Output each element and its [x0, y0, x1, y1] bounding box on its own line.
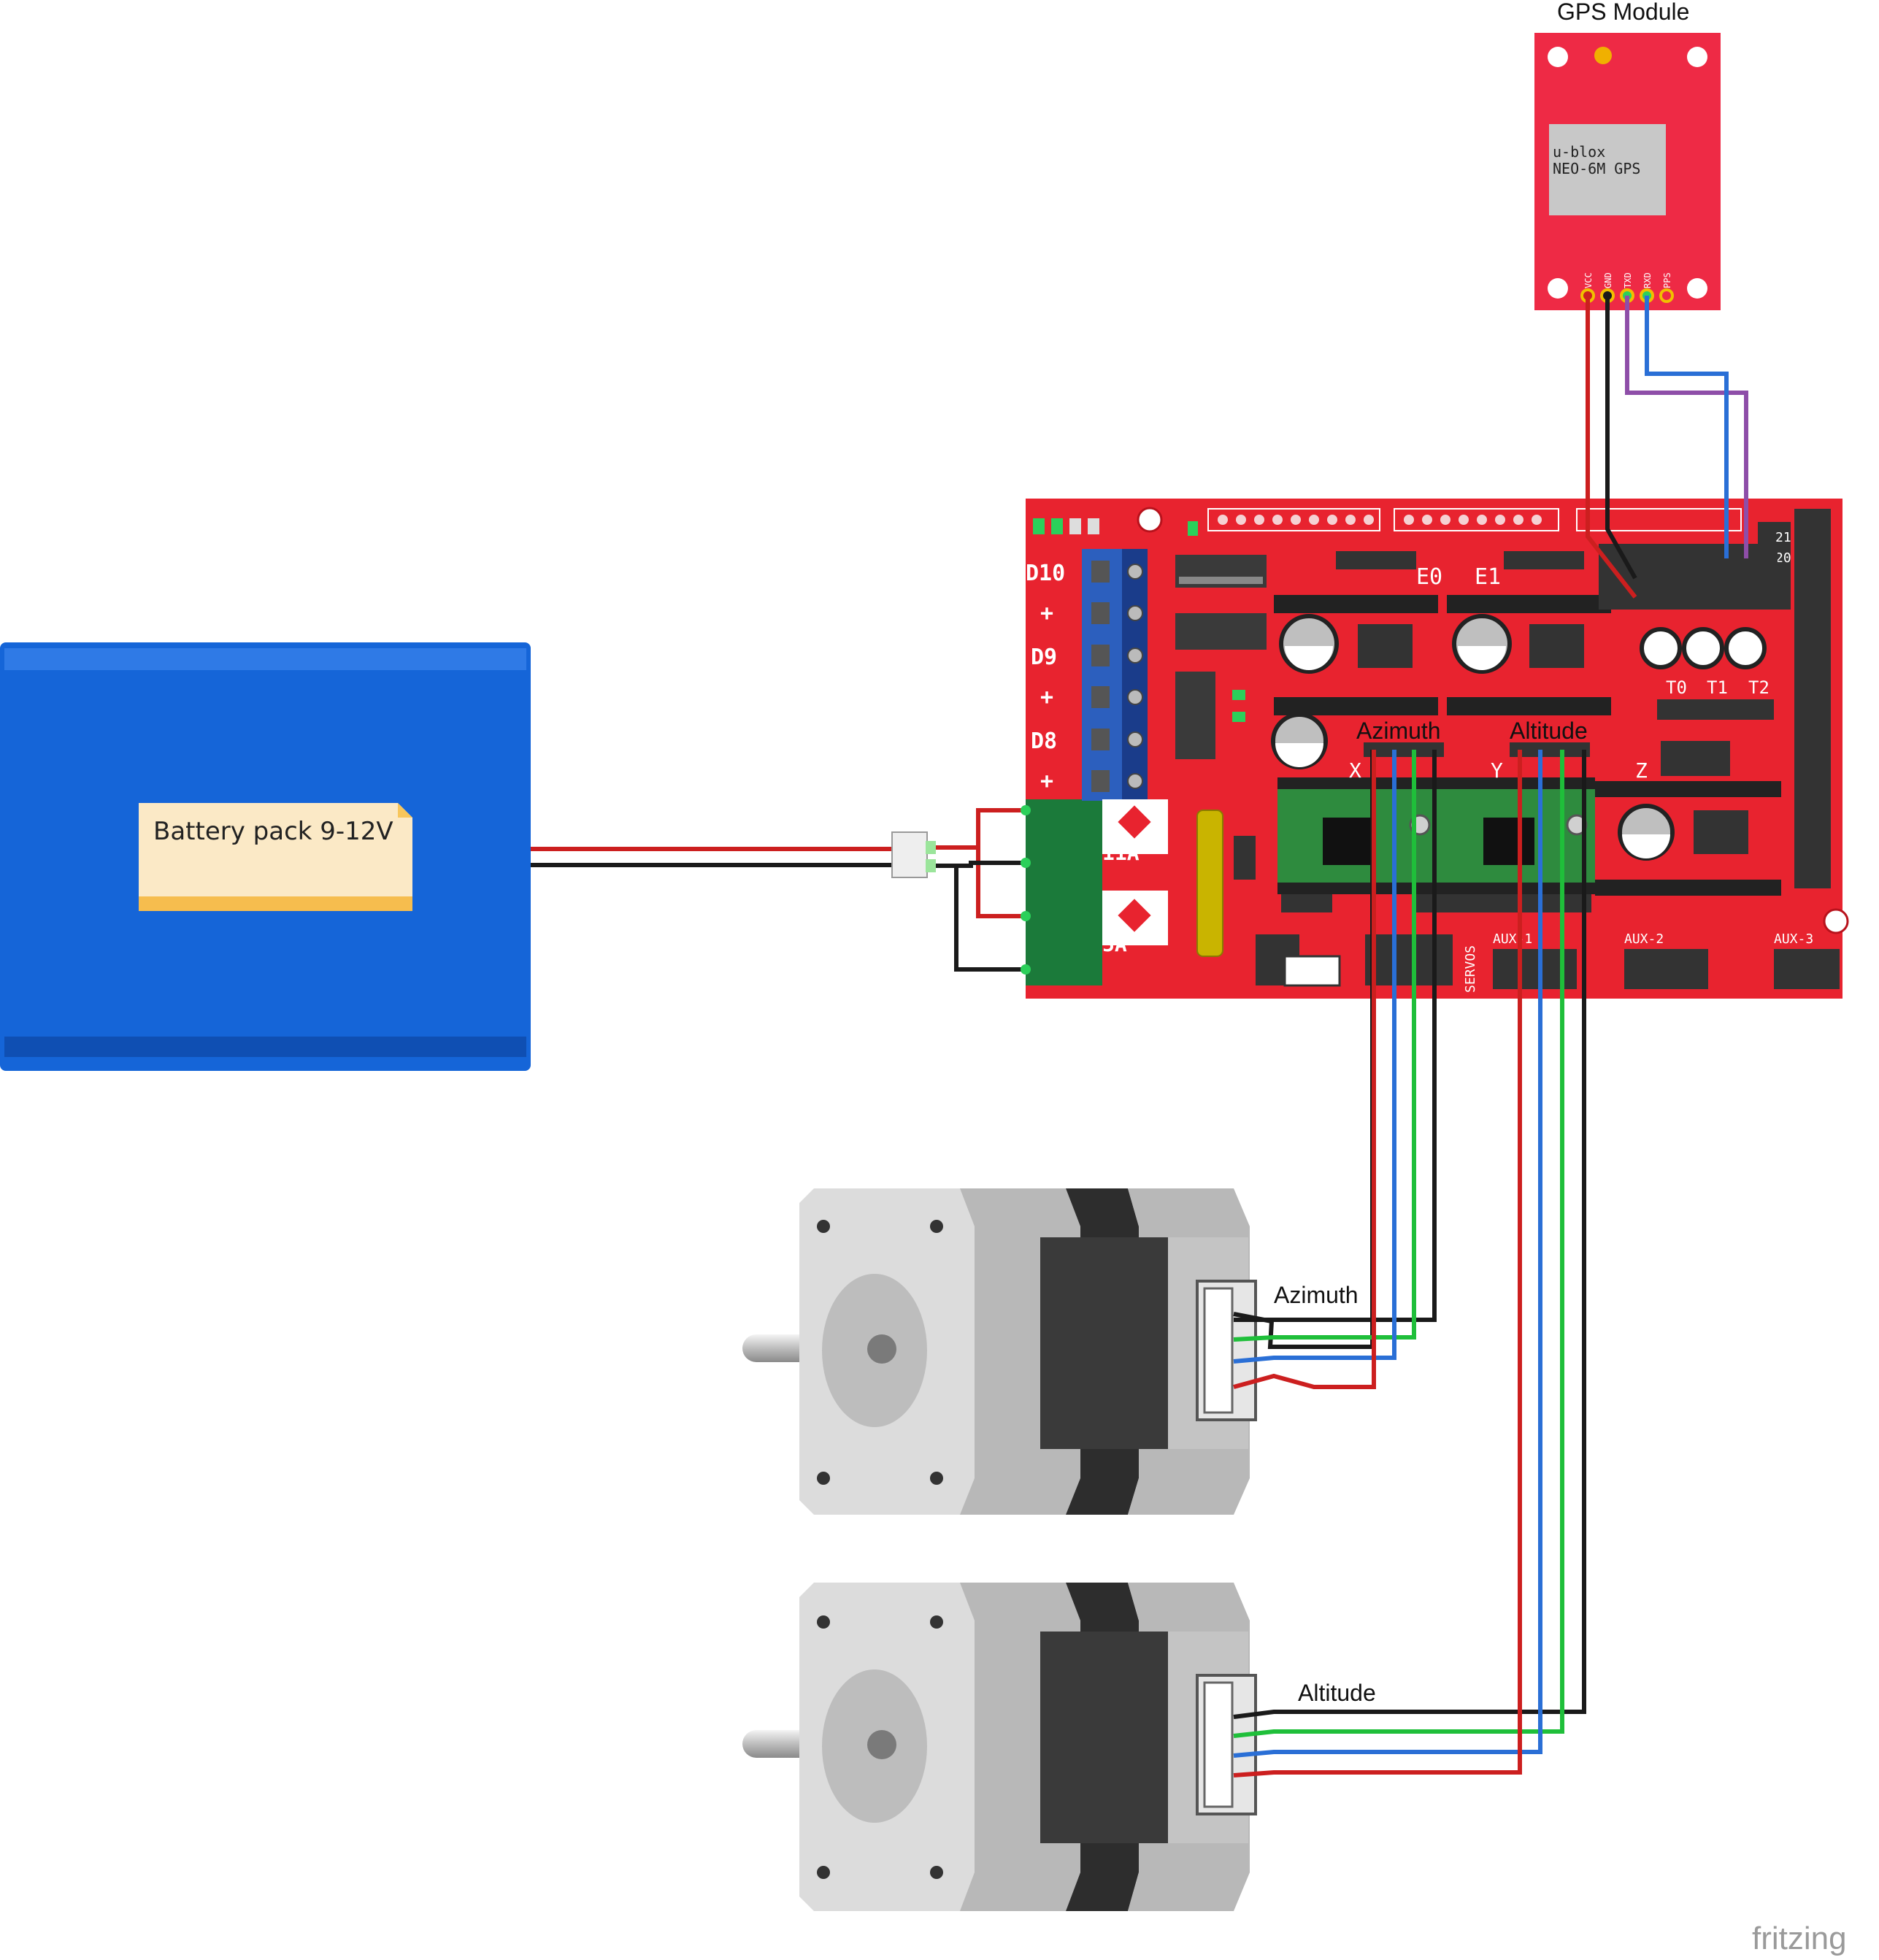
gps-chip-line2: NEO-6M GPS — [1553, 160, 1640, 177]
gps-module[interactable]: GPS Module u-blox NEO-6M GPS VCC GND TXD… — [1534, 0, 1721, 310]
fuse-label-11a: 11A — [1102, 841, 1140, 865]
label-e1: E1 — [1475, 564, 1501, 590]
stepper-socket-z — [1595, 781, 1781, 896]
stepper-motor-altitude[interactable] — [742, 1583, 1257, 1911]
stepper-motor-azimuth[interactable] — [742, 1188, 1257, 1515]
altitude-motor-wires — [1233, 750, 1586, 1778]
azimuth-motor-wires — [1233, 750, 1437, 1389]
label-plus-3: + — [1040, 769, 1053, 794]
motor-label-azimuth: Azimuth — [1274, 1282, 1359, 1308]
motor-label-altitude: Altitude — [1298, 1680, 1376, 1706]
gps-chip-line1: u-blox — [1553, 143, 1605, 161]
gps-chip — [1549, 124, 1666, 215]
fuses: 11A 5A — [1102, 799, 1223, 957]
gps-wires — [1586, 296, 1748, 599]
status-leds — [1033, 518, 1198, 536]
label-t1: T1 — [1707, 677, 1728, 698]
gps-pin-pps: PPS — [1662, 272, 1672, 288]
label-aux-3: AUX-3 — [1774, 931, 1813, 947]
jst-connector — [891, 831, 928, 878]
gps-pin-vcc: VCC — [1583, 272, 1594, 288]
gps-status-led — [1594, 47, 1612, 64]
label-y: Y — [1491, 758, 1503, 783]
label-d9: D9 — [1031, 645, 1057, 670]
label-plus-2: + — [1040, 685, 1053, 710]
serial-header — [1599, 544, 1778, 610]
label-pin-21: 21 — [1775, 530, 1791, 545]
gps-pin-txd: TXD — [1623, 272, 1633, 288]
label-t0: T0 — [1666, 677, 1687, 698]
driver-label-azimuth: Azimuth — [1356, 718, 1441, 744]
driver-label-altitude: Altitude — [1510, 718, 1588, 744]
driver-socket-e1 — [1447, 595, 1611, 715]
fuse-label-5a: 5A — [1102, 932, 1127, 956]
battery-pack[interactable]: Battery pack 9-12V — [0, 642, 531, 1071]
label-d8: D8 — [1031, 729, 1057, 754]
label-plus-1: + — [1040, 601, 1053, 626]
label-pin-20: 20 — [1775, 550, 1791, 566]
label-aux-1: AUX-1 — [1493, 931, 1532, 947]
power-terminal-block — [1026, 799, 1102, 985]
battery-cable — [531, 808, 1026, 972]
gps-pin-rxd: RXD — [1642, 272, 1653, 288]
label-servos: SERVOS — [1463, 945, 1478, 993]
label-t2: T2 — [1748, 677, 1770, 698]
label-aux-2: AUX-2 — [1624, 931, 1664, 947]
label-d10: D10 — [1026, 561, 1065, 586]
pin-headers-top — [1207, 508, 1742, 531]
driver-socket-e0 — [1274, 595, 1438, 715]
label-z: Z — [1635, 758, 1648, 783]
mosfet-labels: D10 + D9 + D8 + — [1026, 561, 1065, 794]
stepper-driver-x — [1277, 777, 1442, 894]
mosfet-terminal-strip — [1082, 549, 1148, 801]
gps-pin-gnd: GND — [1603, 272, 1613, 288]
gps-title: GPS Module — [1557, 0, 1689, 25]
thermistor-caps — [1640, 627, 1767, 669]
fritzing-watermark: fritzing — [1752, 1921, 1847, 1956]
battery-label-note: Battery pack 9-12V — [139, 803, 412, 911]
label-x: X — [1349, 758, 1361, 783]
battery-label: Battery pack 9-12V — [153, 817, 393, 846]
label-e0: E0 — [1416, 564, 1442, 590]
